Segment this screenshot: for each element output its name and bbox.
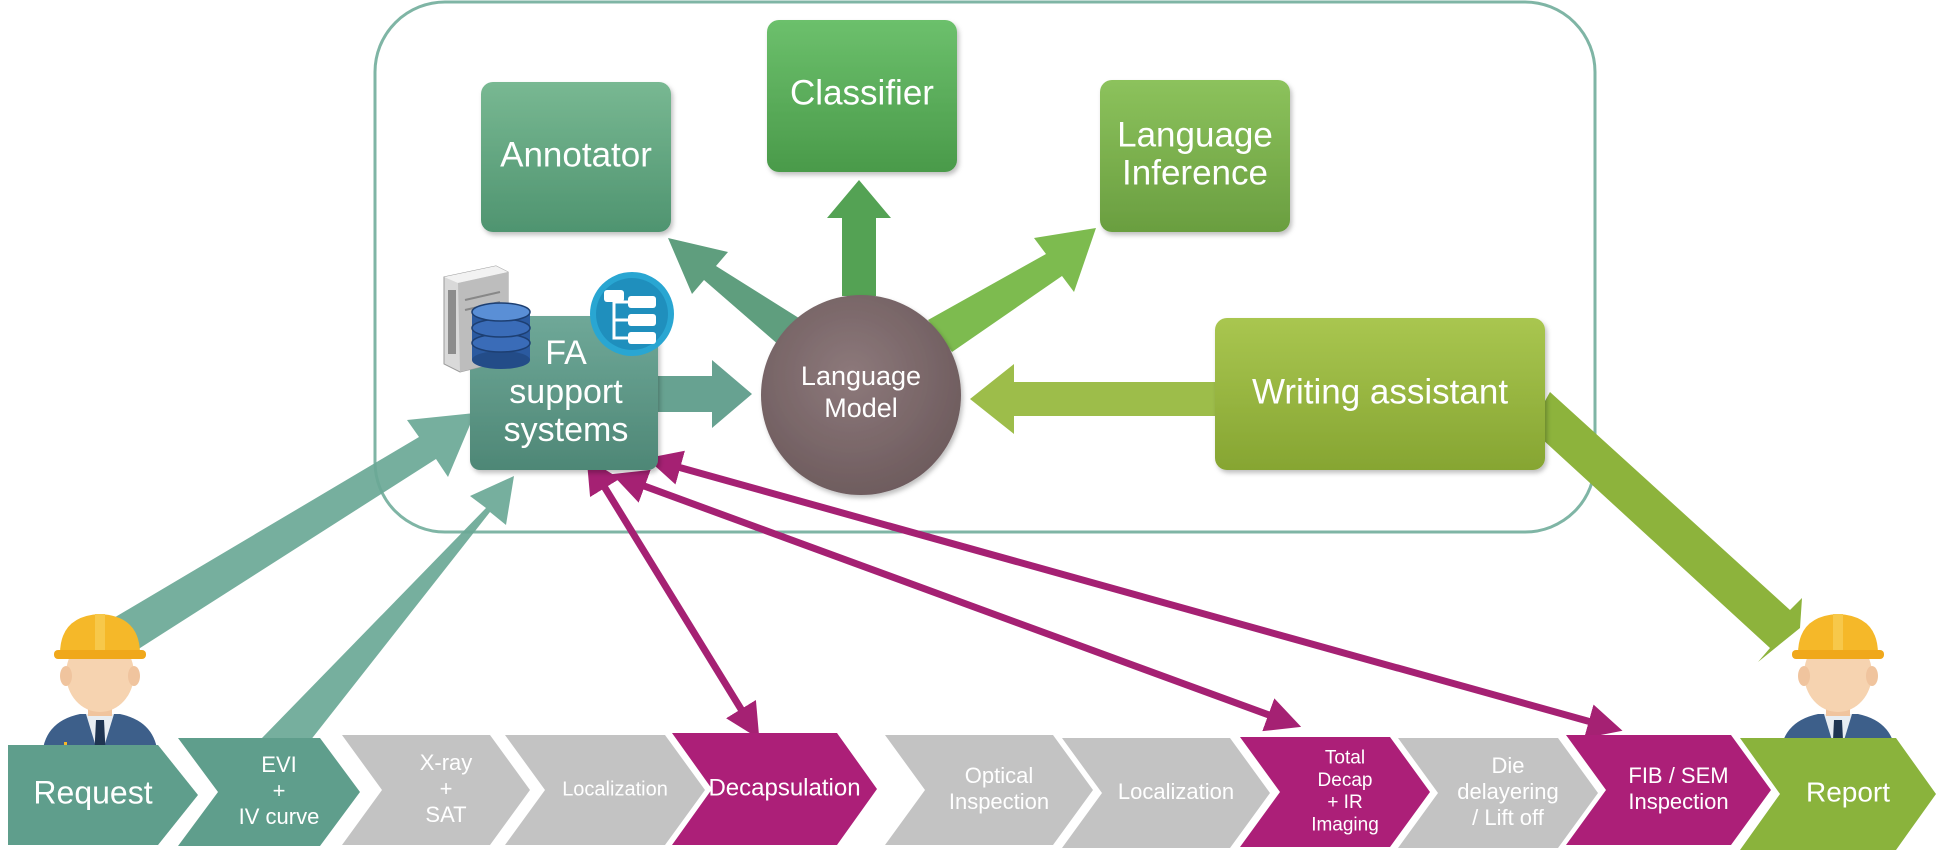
arrow-model-to-classifier bbox=[827, 180, 891, 296]
process-step-label: delayering bbox=[1457, 779, 1559, 804]
process-step-11: Report bbox=[1740, 738, 1936, 850]
arrow-fa-to-model bbox=[650, 360, 752, 428]
process-step-chevron bbox=[342, 735, 530, 845]
arrow-model-to-inference bbox=[928, 228, 1096, 352]
database-icon bbox=[471, 302, 531, 369]
process-step-label: EVI bbox=[261, 752, 296, 777]
process-step-label: Request bbox=[33, 774, 152, 810]
process-step-chevron bbox=[1566, 735, 1771, 845]
process-step-label: + IR bbox=[1327, 792, 1362, 813]
arrow-evi-to-fa bbox=[262, 476, 514, 760]
process-step-label: Optical bbox=[965, 763, 1033, 788]
language-model-label-line1: Language bbox=[801, 361, 921, 391]
process-step-label: Die bbox=[1491, 753, 1524, 778]
arrow-request-to-fa bbox=[90, 413, 475, 664]
process-step-2: EVI+IV curve bbox=[178, 738, 360, 846]
language-inference-label-line1: Language bbox=[1117, 115, 1273, 154]
process-step-chevron bbox=[1740, 738, 1936, 850]
fa-support-label-line3: systems bbox=[504, 411, 629, 449]
process-step-chevron bbox=[1398, 738, 1598, 848]
language-inference-box bbox=[1100, 80, 1290, 232]
classifier-label: Classifier bbox=[790, 73, 934, 112]
process-step-7: Localization bbox=[1062, 738, 1270, 848]
classifier-box bbox=[767, 20, 957, 172]
arrow-writing-to-report bbox=[1530, 392, 1802, 662]
process-step-label: Imaging bbox=[1311, 815, 1379, 836]
process-step-label: / Lift off bbox=[1472, 805, 1545, 830]
arrow-model-to-annotator bbox=[668, 238, 802, 346]
process-step-label: IV curve bbox=[239, 804, 320, 829]
process-step-1: Request bbox=[8, 745, 198, 845]
process-step-chevron bbox=[672, 733, 877, 845]
hierarchy-icon bbox=[590, 272, 674, 356]
process-step-label: + bbox=[440, 776, 453, 801]
process-step-label: Report bbox=[1806, 776, 1890, 807]
fa-support-label-line1: FA bbox=[545, 334, 587, 372]
process-step-4: Localization bbox=[505, 735, 705, 845]
process-step-chevron bbox=[8, 745, 198, 845]
process-step-chevron bbox=[885, 735, 1093, 845]
process-step-label: Total bbox=[1325, 747, 1365, 768]
link-fa-fib-sem bbox=[646, 450, 1623, 739]
process-step-chevron bbox=[1240, 737, 1430, 847]
process-step-5: Decapsulation bbox=[672, 733, 877, 845]
annotator-box bbox=[481, 82, 671, 232]
process-step-label: Inspection bbox=[949, 789, 1049, 814]
writing-assistant-label: Writing assistant bbox=[1252, 372, 1508, 411]
annotator-label: Annotator bbox=[500, 135, 652, 174]
fa-support-label-line2: support bbox=[509, 373, 623, 411]
language-inference-label-line2: Inference bbox=[1122, 153, 1268, 192]
process-step-label: FIB / SEM bbox=[1628, 763, 1728, 788]
language-model-circle bbox=[761, 295, 961, 495]
link-fa-decapsulation bbox=[586, 458, 760, 739]
process-step-label: Decapsulation bbox=[708, 774, 860, 801]
process-step-label: SAT bbox=[425, 802, 466, 827]
process-step-chevron bbox=[178, 738, 360, 846]
language-model-label-line2: Model bbox=[824, 393, 898, 423]
process-step-3: X-ray+SAT bbox=[342, 735, 530, 845]
process-step-label: Decap bbox=[1318, 770, 1373, 791]
writing-assistant-box bbox=[1215, 318, 1545, 470]
process-step-label: + bbox=[273, 778, 286, 803]
arrow-writing-to-model bbox=[970, 364, 1220, 434]
process-step-label: X-ray bbox=[420, 750, 473, 775]
process-step-chevron bbox=[505, 735, 705, 845]
process-step-label: Localization bbox=[562, 778, 668, 800]
process-step-chevron bbox=[1062, 738, 1270, 848]
process-step-label: Inspection bbox=[1628, 789, 1728, 814]
process-step-label: Localization bbox=[1118, 779, 1234, 804]
